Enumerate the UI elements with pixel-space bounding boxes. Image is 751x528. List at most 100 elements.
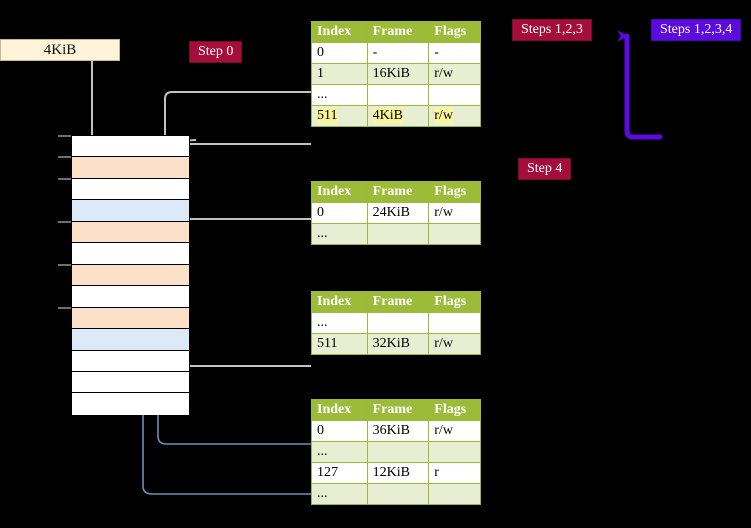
column-header-index: Index [311,21,368,43]
cell-flags [428,483,481,505]
tick-group [58,135,71,309]
table-row: ... [311,483,481,505]
cell-flags: r/w [428,63,481,85]
cell-frame: 4KiB [366,105,430,127]
cell-flags: r/w [428,105,481,127]
cell-frame: - [366,42,430,64]
table-row: ... [311,441,481,463]
cell-flags: - [428,42,481,64]
badge-step-0-label: Step 0 [198,44,234,59]
cell-frame: 32KiB [366,333,430,355]
highlighted-value: r/w [434,108,453,123]
cell-index: 0 [311,42,368,64]
arrow-steps1234-bracket [617,30,663,140]
table-row: ... [311,84,481,106]
table-row: ... [311,223,481,245]
column-header-flags: Flags [428,21,481,43]
cell-frame [366,483,430,505]
memory-frame-8 [72,307,189,330]
cell-frame: 36KiB [366,420,430,442]
virtual-address-box: 4KiB [0,39,120,61]
column-header-index: Index [311,181,368,203]
memory-frame-12 [72,393,189,415]
cell-index: 511 [311,333,368,355]
cell-index: ... [311,312,368,334]
column-header-flags: Flags [428,399,481,421]
cell-frame [366,441,430,463]
memory-frame-9 [72,329,189,351]
column-header-index: Index [311,291,368,313]
memory-frame-3 [72,200,189,222]
badge-steps-1-2-3-label: Steps 1,2,3 [521,22,583,37]
cell-index: 1 [311,63,368,85]
memory-frame-7 [72,286,189,308]
column-header-frame: Frame [366,399,430,421]
cell-frame: 24KiB [366,202,430,224]
cell-flags: r/w [428,333,481,355]
column-header-frame: Frame [366,291,430,313]
memory-frame-4 [72,221,189,244]
memory-frame-11 [72,371,189,394]
cell-flags [428,441,481,463]
virtual-address-label: 4KiB [43,41,77,58]
badge-step-4: Step 4 [518,158,572,180]
highlighted-value: 4KiB [372,108,403,123]
table-row: ... [311,312,481,334]
cell-frame [366,84,430,106]
table-row: 0-- [311,42,481,64]
column-header-flags: Flags [428,291,481,313]
memory-frame-5 [72,243,189,265]
memory-frame-1 [72,157,189,179]
cell-flags: r [428,462,481,484]
cell-index: ... [311,441,368,463]
connector-table0-row511 [180,143,311,152]
badge-step-0: Step 0 [189,41,243,63]
cell-flags [428,312,481,334]
cell-index: 0 [311,202,368,224]
column-header-frame: Frame [366,21,430,43]
connector-table2-row511 [179,316,311,367]
table-row: 511 4KiB r/w [311,105,481,127]
cell-frame [366,312,430,334]
column-header-frame: Frame [366,181,430,203]
cell-flags [428,84,481,106]
badge-steps-1-2-3-4-label: Steps 1,2,3,4 [660,22,733,37]
badge-step-4-label: Step 4 [527,161,563,176]
memory-frame-10 [72,350,189,372]
badge-steps-1-2-3: Steps 1,2,3 [512,19,592,41]
cell-index: ... [311,84,368,106]
cell-frame [366,223,430,245]
memory-frame-6 [72,264,189,287]
column-header-flags: Flags [428,181,481,203]
cell-frame: 12KiB [366,462,430,484]
physical-memory-column [71,135,190,415]
cell-index: 127 [311,462,368,484]
cell-index: 0 [311,420,368,442]
memory-frame-2 [72,178,189,201]
cell-flags: r/w [428,420,481,442]
cell-flags [428,223,481,245]
cell-index: 511 [311,105,368,127]
connector-table1-row0 [179,218,311,262]
memory-frame-0 [72,136,189,158]
badge-steps-1-2-3-4: Steps 1,2,3,4 [651,19,742,41]
cell-frame: 16KiB [366,63,430,85]
cell-flags: r/w [428,202,481,224]
column-header-index: Index [311,399,368,421]
cell-index: ... [311,483,368,505]
cell-index: ... [311,223,368,245]
highlighted-value: 511 [317,108,338,123]
